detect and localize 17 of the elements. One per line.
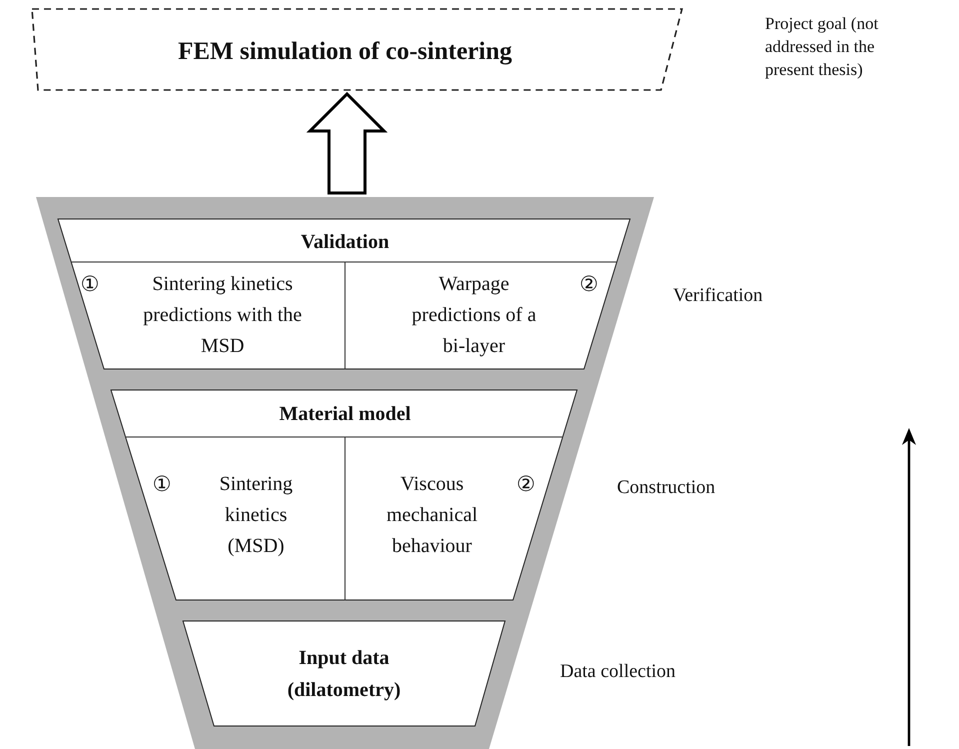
cell-text: Viscous mechanical behaviour: [385, 472, 479, 559]
cell-text: Warpage predictions of a bi-layer: [410, 272, 538, 359]
callout-number: ②: [578, 271, 600, 298]
callout-number: ①: [152, 471, 172, 498]
goal-title: FEM simulation of co-sintering: [176, 37, 513, 67]
section-heading: Validation: [300, 230, 390, 255]
cell-text: Sintering kinetics predictions with the MSD: [142, 272, 303, 359]
stage-label: Construction: [617, 476, 716, 500]
stage-label: Verification: [673, 284, 764, 308]
section-heading: Material model: [278, 402, 412, 427]
callout-number: ①: [80, 271, 100, 298]
section-heading: Input data (dilatometry): [286, 646, 402, 703]
side-note: Project goal (not addressed in the present thesis): [765, 13, 880, 81]
block-arrow: [306, 92, 388, 194]
callout-number: ②: [516, 471, 536, 498]
cell-text: Sintering kinetics (MSD): [218, 472, 294, 559]
stage-label: Data collection: [560, 660, 677, 684]
